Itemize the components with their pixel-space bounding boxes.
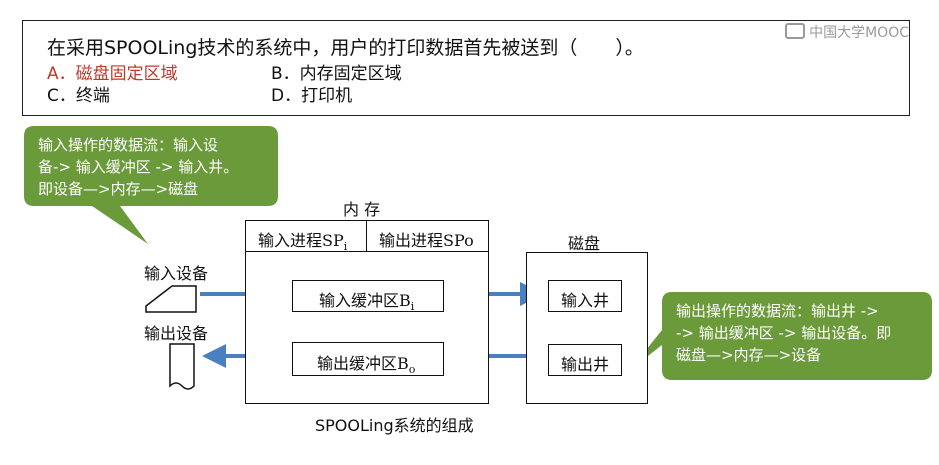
output-device-label: 输出设备 [144, 324, 209, 343]
memory-title: 内 存 [343, 200, 381, 219]
output-callout-text: 输出操作的数据流：输出井 -> -> 输出缓冲区 -> 输出设备。即 磁盘—>内… [676, 302, 892, 364]
output-callout-bubble [630, 292, 932, 380]
output-well-label: 输出井 [561, 355, 610, 374]
output-device-shape [169, 343, 195, 390]
input-well-label: 输入井 [561, 291, 610, 310]
output-well-box: 输出井 [548, 344, 622, 376]
output-process-label: 输出进程SPo [379, 231, 474, 250]
mooc-logo-icon [785, 23, 806, 39]
input-well-box: 输入井 [548, 280, 622, 312]
option-c[interactable]: C．终端 [47, 86, 110, 106]
option-b[interactable]: B．内存固定区域 [271, 64, 402, 84]
input-device-shape [145, 285, 197, 313]
input-process-box: 输入进程SPi [245, 220, 367, 254]
disk-title: 磁盘 [568, 234, 601, 253]
input-callout-text: 输入操作的数据流：输入设 备-> 输入缓冲区 -> 输入井。 即设备—>内存—>… [38, 136, 239, 198]
question-text: 在采用SPOOLing技术的系统中，用户的打印数据首先被送到（ ）。 [47, 37, 644, 59]
diagram-caption: SPOOLing系统的组成 [315, 416, 474, 435]
output-buffer-box: 输出缓冲区Bo [292, 342, 444, 376]
input-buffer-label: 输入缓冲区Bi [319, 291, 415, 314]
output-process-box: 输出进程SPo [366, 220, 489, 252]
input-buffer-box: 输入缓冲区Bi [292, 280, 444, 314]
watermark: 中国大学MOOC [785, 22, 909, 42]
option-d[interactable]: D．打印机 [271, 86, 353, 106]
input-process-label: 输入进程SPi [258, 231, 348, 254]
disk-box [526, 252, 648, 404]
input-device-label: 输入设备 [144, 264, 209, 283]
output-buffer-label: 输出缓冲区Bo [317, 354, 416, 377]
option-a[interactable]: A．磁盘固定区域 [47, 64, 178, 84]
question-box: 在采用SPOOLing技术的系统中，用户的打印数据首先被送到（ ）。 A．磁盘固… [22, 20, 910, 116]
input-callout-bubble [24, 126, 278, 244]
